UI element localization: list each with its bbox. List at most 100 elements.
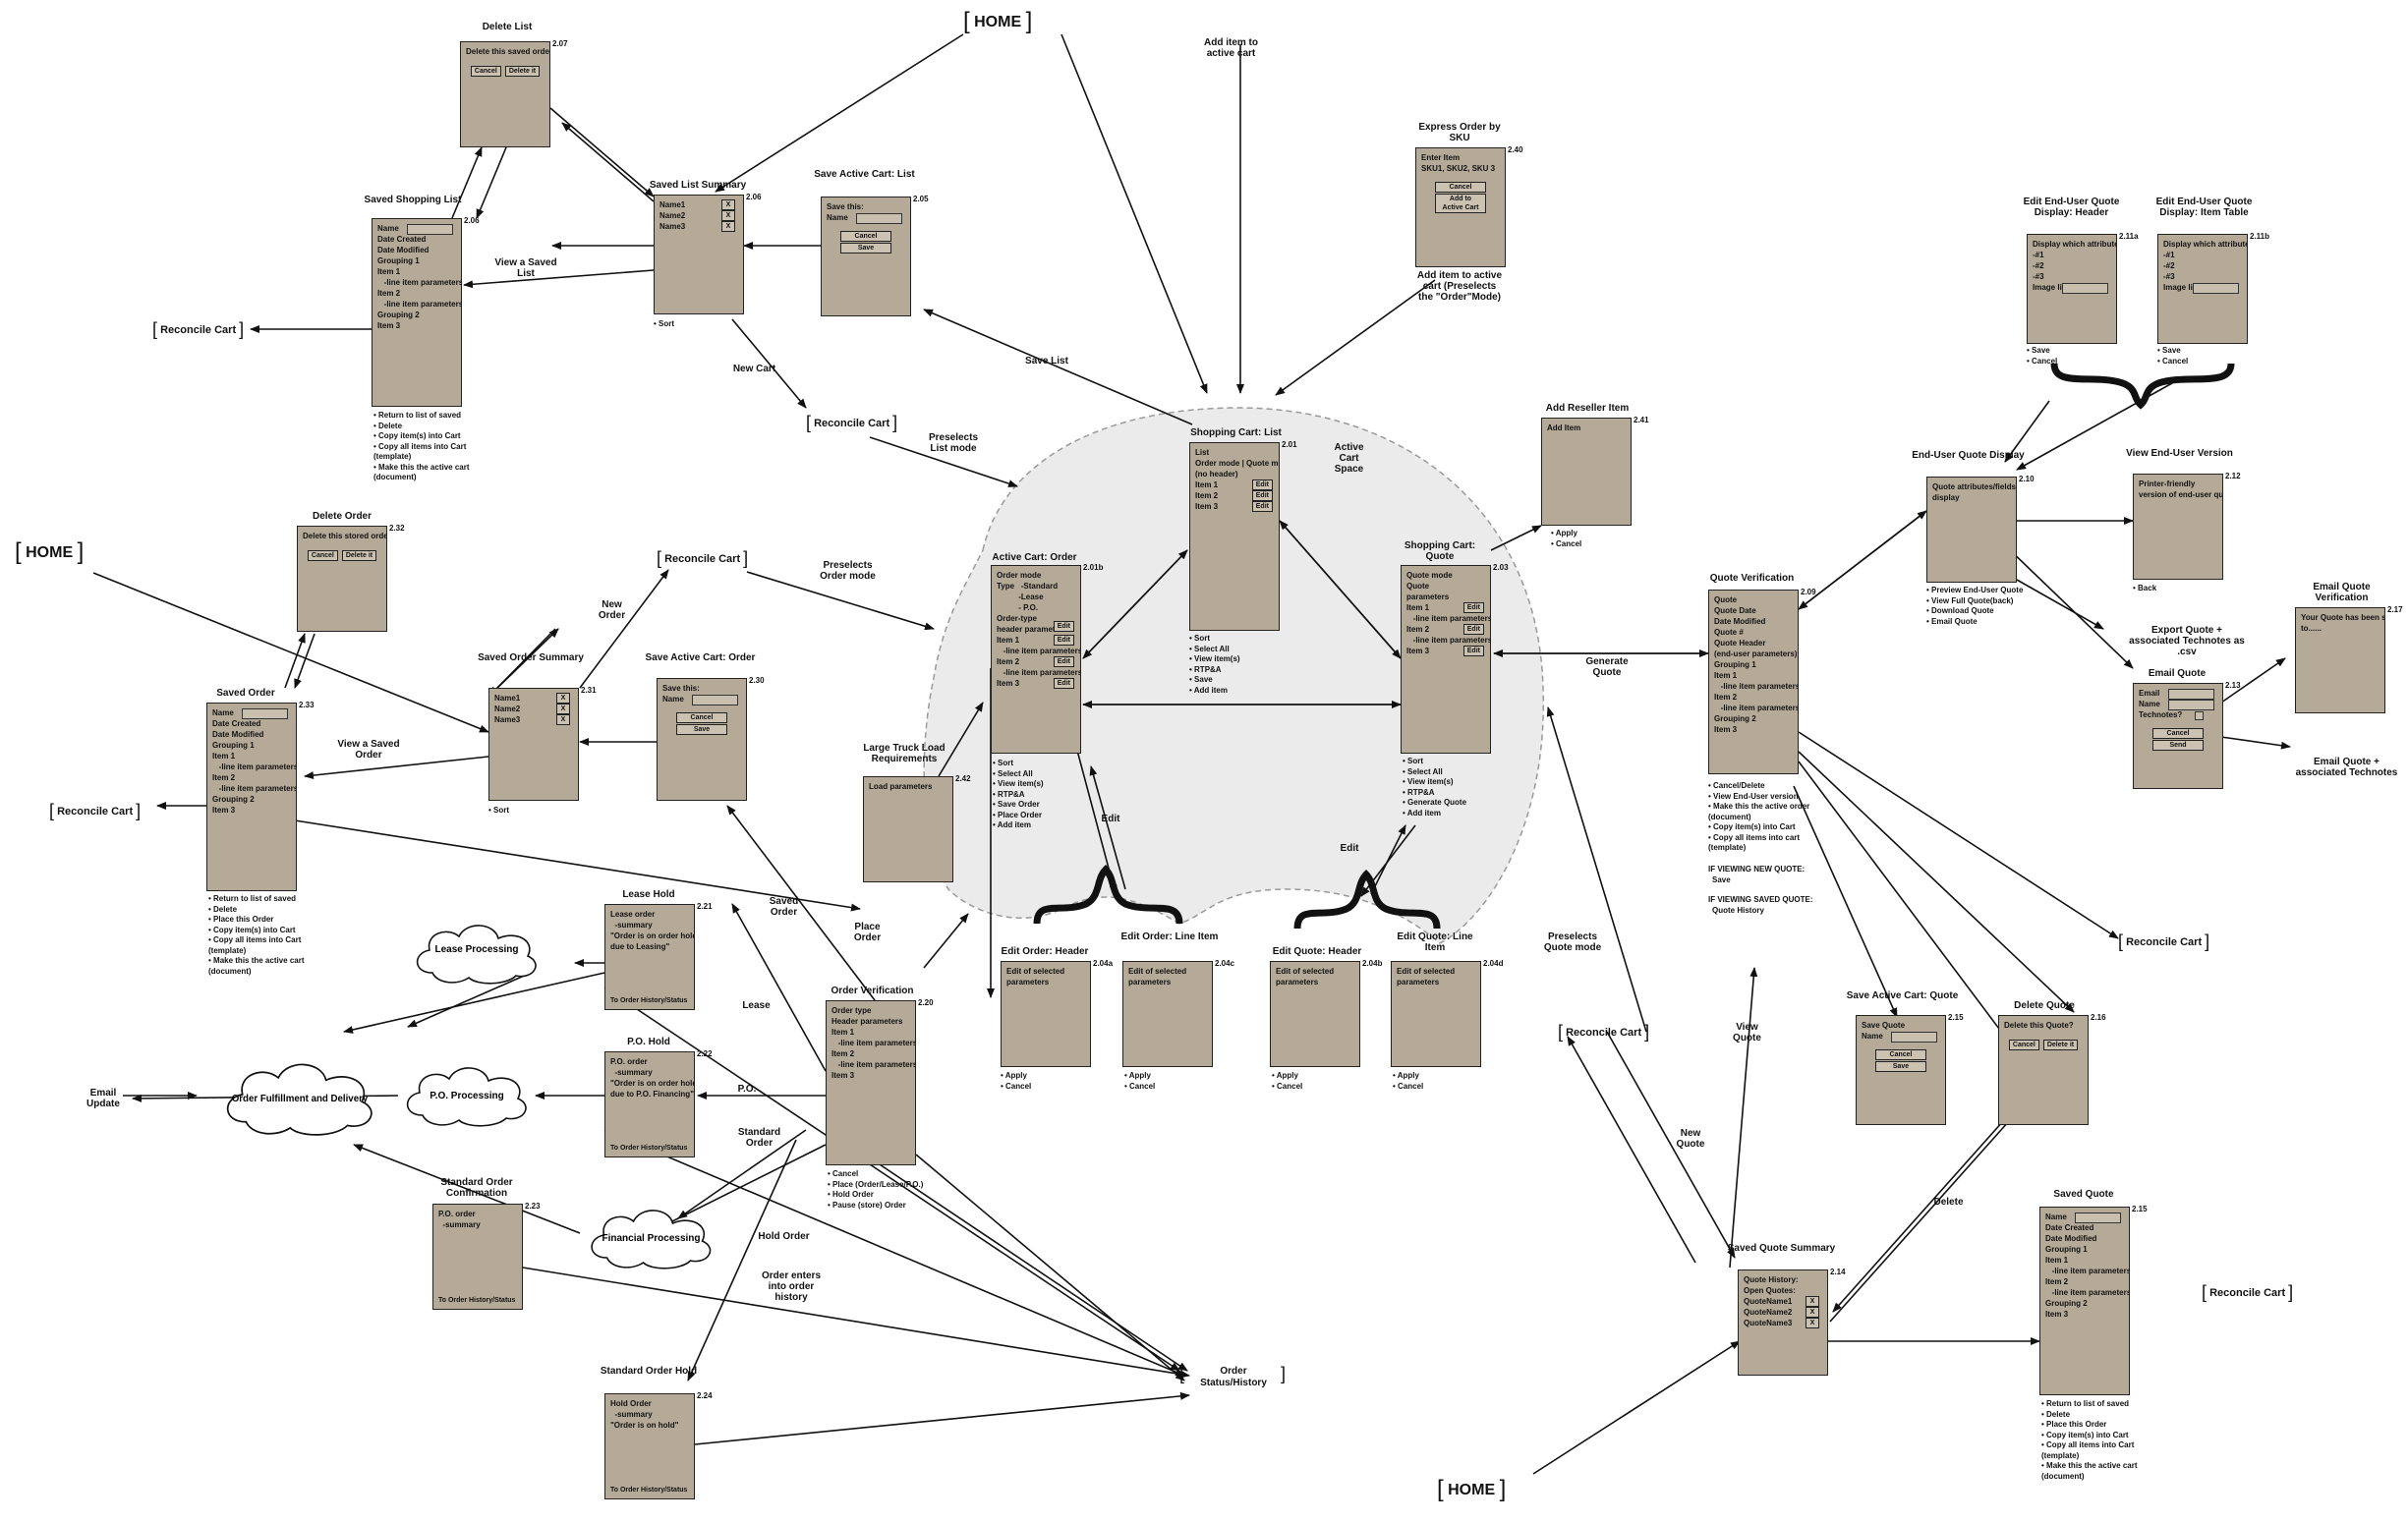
action-item[interactable]: Return to list of saved — [373, 411, 491, 422]
reconcile-cart-1[interactable]: [ Reconcile Cart ] — [152, 319, 245, 339]
order-status-history[interactable]: [Order Status/History] — [1179, 1364, 1286, 1388]
edit-button[interactable]: Edit — [1053, 678, 1074, 689]
cancel-button[interactable]: Cancel — [470, 66, 501, 77]
home-top[interactable]: [ HOME ] — [963, 8, 1033, 34]
action-item[interactable]: Copy all items into Cart (template) — [373, 442, 491, 463]
action-item[interactable]: Copy item(s) into Cart — [1708, 822, 1826, 833]
action-item[interactable]: RTP&A — [1403, 788, 1520, 799]
edit-button[interactable]: Edit — [1251, 490, 1273, 501]
cancel-button[interactable]: Cancel — [1435, 182, 1486, 193]
save-button[interactable]: Save — [840, 243, 891, 254]
remove-x-button[interactable]: X — [556, 704, 570, 714]
screen-footer[interactable]: To Order History/Status — [610, 1487, 688, 1494]
action-item[interactable]: Apply — [1001, 1071, 1118, 1082]
edit-button[interactable]: Edit — [1251, 479, 1273, 490]
action-item[interactable]: Sort — [488, 806, 606, 817]
quote-note[interactable]: Quote History — [1712, 905, 1764, 915]
action-item[interactable]: Sort — [1403, 757, 1520, 767]
save-button[interactable]: Save — [1875, 1061, 1926, 1072]
screen-footer[interactable]: To Order History/Status — [438, 1297, 516, 1304]
action-item[interactable]: Apply — [1393, 1071, 1511, 1082]
edit-header-button[interactable]: Edit — [1053, 621, 1074, 632]
action-item[interactable]: Select All — [1189, 645, 1307, 655]
action-item[interactable]: Copy all items into cart (template) — [1708, 833, 1826, 854]
text-input[interactable] — [2168, 700, 2214, 710]
text-input[interactable] — [856, 213, 902, 224]
action-item[interactable]: Save — [2157, 346, 2275, 357]
cancel-button[interactable]: Cancel — [676, 712, 727, 723]
edit-button[interactable]: Edit — [1462, 646, 1484, 656]
cancel-button[interactable]: Cancel — [1875, 1049, 1926, 1060]
action-item[interactable]: Cancel — [1001, 1082, 1118, 1093]
action-item[interactable]: RTP&A — [993, 790, 1111, 801]
delete-it-button[interactable]: Delete it — [341, 550, 377, 561]
action-item[interactable]: Copy item(s) into Cart — [373, 431, 491, 442]
action-item[interactable]: Cancel — [1551, 539, 1669, 550]
action-item[interactable]: Cancel — [828, 1169, 946, 1180]
send-button[interactable]: Send — [2152, 740, 2204, 751]
action-item[interactable]: Delete — [2041, 1410, 2159, 1421]
action-item[interactable]: Return to list of saved — [208, 894, 326, 905]
action-item[interactable]: Apply — [1124, 1071, 1242, 1082]
action-item[interactable]: Email Quote — [1926, 617, 2044, 628]
action-item[interactable]: Pause (store) Order — [828, 1201, 946, 1212]
reconcile-cart-6[interactable]: [ Reconcile Cart ] — [2118, 931, 2210, 951]
screen-add-reseller-item[interactable]: Add Item — [1541, 418, 1632, 526]
action-item[interactable]: Copy item(s) into Cart — [208, 926, 326, 936]
action-item[interactable]: Add item — [993, 820, 1111, 831]
reconcile-cart-3[interactable]: [ Reconcile Cart ] — [657, 548, 749, 568]
action-item[interactable]: Preview End-User Quote — [1926, 586, 2044, 596]
technotes-checkbox[interactable] — [2195, 711, 2204, 720]
screen-std-order-hold[interactable]: Hold Order -summary"Order is on hold"To … — [604, 1393, 695, 1499]
action-item[interactable]: Delete — [208, 905, 326, 916]
text-input[interactable] — [407, 224, 453, 235]
action-item[interactable]: Place this Order — [2041, 1420, 2159, 1431]
cancel-button[interactable]: Cancel — [840, 231, 891, 242]
action-item[interactable]: Make this the active order (document) — [1708, 802, 1826, 822]
action-item[interactable]: View item(s) — [1189, 654, 1307, 665]
action-item[interactable]: Make this the active cart (document) — [373, 463, 491, 483]
action-item[interactable]: Save — [2027, 346, 2145, 357]
action-item[interactable]: View item(s) — [1403, 777, 1520, 788]
reconcile-cart-5[interactable]: [ Reconcile Cart ] — [1558, 1022, 1650, 1042]
action-item[interactable]: Cancel — [2027, 357, 2145, 367]
action-item[interactable]: Copy all items into Cart (template) — [2041, 1440, 2159, 1461]
edit-button[interactable]: Edit — [1462, 624, 1484, 635]
action-item[interactable]: View End-User version — [1708, 792, 1826, 803]
text-input[interactable] — [1891, 1032, 1937, 1043]
action-item[interactable]: Copy item(s) into Cart — [2041, 1431, 2159, 1441]
action-item[interactable]: Place (Order/Lease/P.O.) — [828, 1180, 946, 1191]
action-item[interactable]: Select All — [1403, 767, 1520, 778]
action-item[interactable]: Add item — [1189, 686, 1307, 697]
screen-footer[interactable]: To Order History/Status — [610, 997, 688, 1004]
edit-button[interactable]: Edit — [1251, 501, 1273, 512]
action-item[interactable]: Make this the active cart (document) — [2041, 1461, 2159, 1482]
delete-it-button[interactable]: Delete it — [2042, 1040, 2079, 1050]
remove-x-button[interactable]: X — [1806, 1307, 1819, 1318]
action-item[interactable]: Delete — [373, 422, 491, 432]
remove-x-button[interactable]: X — [556, 693, 570, 704]
text-input[interactable] — [242, 708, 288, 719]
reconcile-cart-4[interactable]: [ Reconcile Cart ] — [49, 801, 142, 820]
screen-footer[interactable]: To Order History/Status — [610, 1145, 688, 1152]
home-bottom[interactable]: [ HOME ] — [1437, 1476, 1507, 1502]
action-item[interactable]: RTP&A — [1189, 665, 1307, 676]
quote-note[interactable]: Save — [1712, 874, 1731, 884]
text-input[interactable] — [2062, 283, 2108, 294]
action-item[interactable]: View item(s) — [993, 779, 1111, 790]
